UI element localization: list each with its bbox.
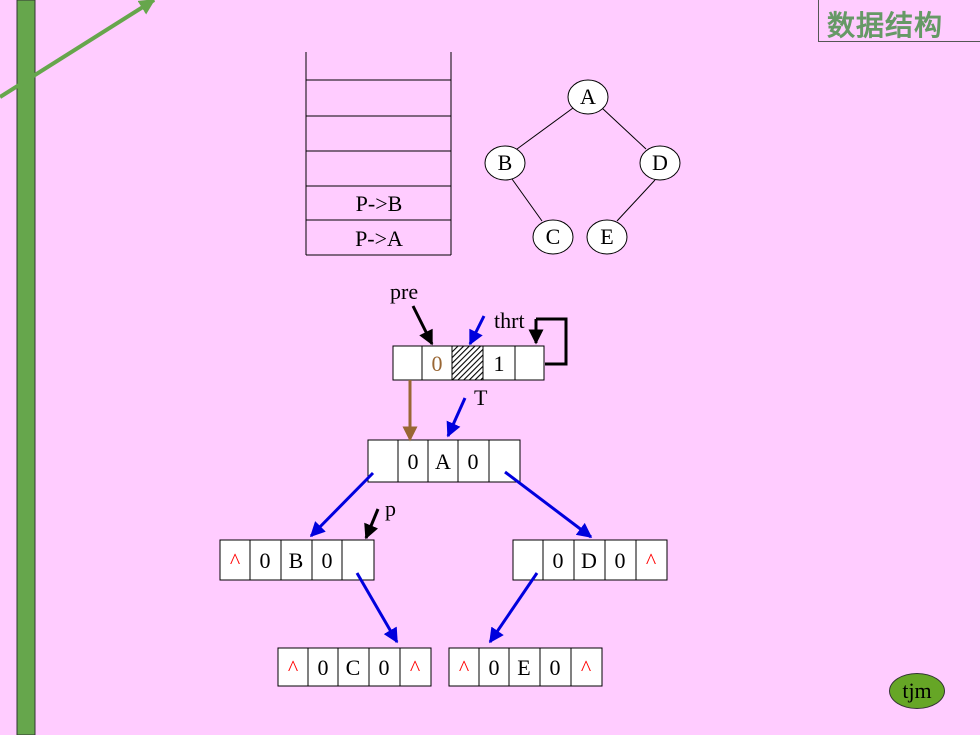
head-rtag: 1 xyxy=(494,351,505,376)
head-data-hatched xyxy=(451,345,484,381)
label-p: p xyxy=(385,496,396,521)
svg-text:B: B xyxy=(498,150,513,175)
svg-text:^: ^ xyxy=(646,548,657,573)
page-title: 数据结构 xyxy=(827,9,944,42)
stack-item-pb: P->B xyxy=(356,191,403,216)
node-e: ^ 0 E 0 ^ xyxy=(448,647,603,687)
svg-text:E: E xyxy=(600,224,613,249)
svg-text:0: 0 xyxy=(322,548,333,573)
arrow-p xyxy=(364,508,380,540)
author-badge-text: tjm xyxy=(902,678,932,703)
svg-text:A: A xyxy=(435,449,451,474)
svg-text:^: ^ xyxy=(288,655,299,680)
tree-node-e: E xyxy=(586,219,628,255)
arrow-t-to-a xyxy=(446,397,467,438)
svg-text:0: 0 xyxy=(408,449,419,474)
tree-node-d: D xyxy=(639,145,681,181)
left-green-bar xyxy=(16,0,36,735)
arrow-b-to-c xyxy=(355,572,399,644)
stack-item-pa: P->A xyxy=(355,226,403,251)
node-a: 0 A 0 xyxy=(367,439,521,483)
label-thrt: thrt xyxy=(494,308,525,333)
svg-text:C: C xyxy=(546,224,561,249)
tree-node-a: A xyxy=(567,79,609,115)
header-box: 数据结构 xyxy=(818,0,980,42)
svg-text:0: 0 xyxy=(615,548,626,573)
arrow-pre xyxy=(411,305,434,346)
svg-text:0: 0 xyxy=(550,655,561,680)
svg-text:B: B xyxy=(289,548,304,573)
node-b: ^ 0 B 0 xyxy=(219,539,375,581)
svg-text:^: ^ xyxy=(410,655,421,680)
label-pre: pre xyxy=(390,279,418,304)
binary-tree: A B D C E xyxy=(484,79,681,255)
svg-text:^: ^ xyxy=(459,655,470,680)
node-c: ^ 0 C 0 ^ xyxy=(277,647,432,687)
svg-text:^: ^ xyxy=(581,655,592,680)
svg-text:0: 0 xyxy=(318,655,329,680)
svg-text:^: ^ xyxy=(230,548,241,573)
decorative-green-arrow xyxy=(0,0,156,99)
tree-node-b: B xyxy=(484,145,526,181)
svg-text:0: 0 xyxy=(260,548,271,573)
node-d: 0 D 0 ^ xyxy=(512,539,668,581)
svg-text:A: A xyxy=(580,84,596,109)
svg-text:E: E xyxy=(517,655,530,680)
arrow-thrt-blue xyxy=(468,315,486,346)
arrow-a-to-b xyxy=(309,471,375,538)
svg-text:D: D xyxy=(652,150,668,175)
arrow-d-to-e xyxy=(488,572,539,644)
svg-text:0: 0 xyxy=(553,548,564,573)
svg-text:D: D xyxy=(581,548,597,573)
svg-text:0: 0 xyxy=(379,655,390,680)
svg-text:C: C xyxy=(346,655,361,680)
head-ltag: 0 xyxy=(432,351,443,376)
arrow-thrt-loop xyxy=(536,317,568,366)
svg-text:0: 0 xyxy=(489,655,500,680)
svg-text:0: 0 xyxy=(468,449,479,474)
tree-node-c: C xyxy=(532,219,574,255)
head-node: 0 1 xyxy=(392,345,545,381)
label-t: T xyxy=(474,385,488,410)
arrow-a-to-d xyxy=(504,470,593,539)
stack: P->B P->A xyxy=(305,52,452,256)
author-badge: tjm xyxy=(889,673,945,709)
